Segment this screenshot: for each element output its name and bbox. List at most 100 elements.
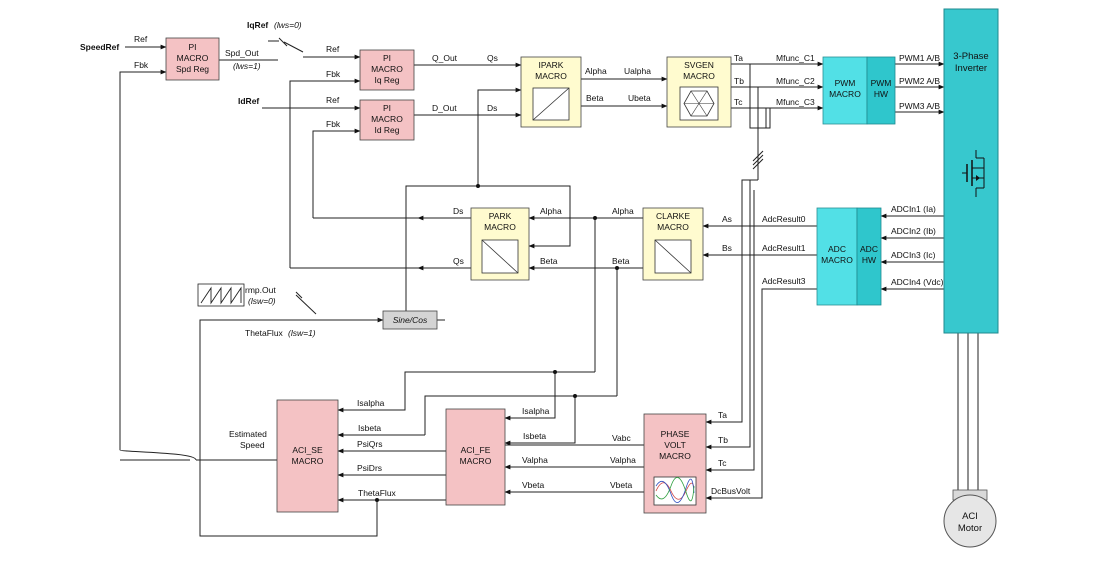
vabc-label: Vabc bbox=[612, 433, 631, 443]
d-out-label: D_Out bbox=[432, 103, 457, 113]
ramp-sawtooth-icon bbox=[197, 283, 245, 307]
as-label: As bbox=[722, 214, 732, 224]
park-beta-label: Beta bbox=[540, 256, 558, 266]
thetaflux-switch-label: ThetaFlux bbox=[245, 328, 284, 338]
mfunc-c3-label: Mfunc_C3 bbox=[776, 97, 815, 107]
isalpha-label-fe: Isalpha bbox=[522, 406, 550, 416]
pv-l2: VOLT bbox=[664, 440, 686, 450]
adcin3-label: ADCIn3 (Ic) bbox=[891, 250, 936, 260]
clarke-l1: CLARKE bbox=[656, 211, 690, 221]
tc-label-pv: Tc bbox=[718, 458, 727, 468]
pwm-l2: MACRO bbox=[829, 89, 861, 99]
ipark-alpha-label: Alpha bbox=[585, 66, 607, 76]
clarke-alpha-label: Alpha bbox=[612, 206, 634, 216]
fbk-label-spd: Fbk bbox=[134, 60, 149, 70]
qs-label-top: Qs bbox=[487, 53, 498, 63]
sincos-l1: Sine/Cos bbox=[393, 315, 428, 325]
ipark-l1: IPARK bbox=[539, 60, 564, 70]
valpha-label-pv: Valpha bbox=[610, 455, 636, 465]
ualpha-label: Ualpha bbox=[624, 66, 651, 76]
motor-l1: ACI bbox=[962, 511, 978, 522]
dcbusvolt-label: DcBusVolt bbox=[711, 486, 751, 496]
svgen-block: SVGEN MACRO bbox=[666, 56, 732, 128]
pi-iq-block: PI MACRO Iq Reg bbox=[359, 49, 415, 91]
clarke-block: CLARKE MACRO bbox=[642, 207, 704, 281]
pi-speed-block: PI MACRO Spd Reg bbox=[165, 37, 220, 81]
speedref-label: SpeedRef bbox=[80, 42, 119, 52]
iqref-mode: (lws=0) bbox=[274, 20, 302, 30]
adcin1-label: ADCIn1 (Ia) bbox=[891, 204, 936, 214]
park-l1: PARK bbox=[489, 211, 512, 221]
psidrs-label: PsiDrs bbox=[357, 463, 382, 473]
q-out-label: Q_Out bbox=[432, 53, 458, 63]
clarke-beta-label: Beta bbox=[612, 256, 630, 266]
ref-label-spd: Ref bbox=[134, 34, 148, 44]
pi-id-l1: PI bbox=[383, 103, 391, 113]
motor-l2: Motor bbox=[958, 523, 982, 534]
isbeta-label-se: Isbeta bbox=[358, 423, 381, 433]
ipark-beta-label: Beta bbox=[586, 93, 604, 103]
pi-id-block: PI MACRO Id Reg bbox=[359, 99, 415, 141]
inverter-block: 3-Phase Inverter bbox=[943, 8, 999, 334]
qs-label-park: Qs bbox=[453, 256, 464, 266]
aci-se-l1: ACI_SE bbox=[292, 445, 323, 455]
pwm1-label: PWM1 A/B bbox=[899, 53, 940, 63]
svgen-l2: MACRO bbox=[683, 71, 715, 81]
bs-label: Bs bbox=[722, 243, 732, 253]
adc-result3-label: AdcResult3 bbox=[762, 276, 806, 286]
mfunc-c2-label: Mfunc_C2 bbox=[776, 76, 815, 86]
clarke-l2: MACRO bbox=[657, 222, 689, 232]
spd-out-label: Spd_Out bbox=[225, 48, 259, 58]
pwm2-label: PWM2 A/B bbox=[899, 76, 940, 86]
fbk-label-iq: Fbk bbox=[326, 69, 341, 79]
estimated-speed-label-2: Speed bbox=[240, 440, 265, 450]
pwm-hw2: HW bbox=[874, 89, 888, 99]
adc-block: ADC MACRO ADC HW bbox=[816, 207, 882, 306]
adc-hw2: HW bbox=[862, 255, 876, 265]
estimated-speed-label-1: Estimated bbox=[229, 429, 267, 439]
tb-label-svgen: Tb bbox=[734, 76, 744, 86]
pi-spd-l3: Spd Reg bbox=[176, 64, 209, 74]
inverter-l2: Inverter bbox=[955, 63, 987, 74]
thetaflux-switch-mode: (lsw=1) bbox=[288, 328, 316, 338]
ta-label-pv: Ta bbox=[718, 410, 727, 420]
aci-fe-l2: MACRO bbox=[460, 456, 492, 466]
ref-label-id: Ref bbox=[326, 95, 340, 105]
pi-iq-l3: Iq Reg bbox=[374, 75, 399, 85]
psiqrs-label: PsiQrs bbox=[357, 439, 383, 449]
theta-switch-icon bbox=[295, 291, 303, 299]
spd-out-mode: (lws=1) bbox=[233, 61, 261, 71]
park-l2: MACRO bbox=[484, 222, 516, 232]
valpha-label-fe: Valpha bbox=[522, 455, 548, 465]
isalpha-label-se: Isalpha bbox=[357, 398, 385, 408]
pwm-hw1: PWM bbox=[871, 78, 892, 88]
ref-label-iq: Ref bbox=[326, 44, 340, 54]
junctions bbox=[375, 184, 619, 502]
pi-spd-l2: MACRO bbox=[177, 53, 209, 63]
adc-result1-label: AdcResult1 bbox=[762, 243, 806, 253]
isbeta-label-fe: Isbeta bbox=[523, 431, 546, 441]
park-alpha-label: Alpha bbox=[540, 206, 562, 216]
svgen-l1: SVGEN bbox=[684, 60, 714, 70]
aci-fe-l1: ACI_FE bbox=[461, 445, 491, 455]
pwm-block: PWM MACRO PWM HW bbox=[822, 56, 896, 125]
ubeta-label: Ubeta bbox=[628, 93, 651, 103]
pv-l3: MACRO bbox=[659, 451, 691, 461]
aci-se-l2: MACRO bbox=[292, 456, 324, 466]
pi-id-l3: Id Reg bbox=[374, 125, 399, 135]
mfunc-c1-label: Mfunc_C1 bbox=[776, 53, 815, 63]
park-block: PARK MACRO bbox=[470, 207, 530, 281]
adc-result0-label: AdcResult0 bbox=[762, 214, 806, 224]
wires bbox=[119, 40, 979, 537]
motor-block: ACI Motor bbox=[943, 489, 997, 548]
thetaflux-label: ThetaFlux bbox=[358, 488, 397, 498]
idref-label: IdRef bbox=[238, 96, 259, 106]
vbeta-label-fe: Vbeta bbox=[522, 480, 544, 490]
phase-volt-block: PHASE VOLT MACRO bbox=[643, 413, 707, 514]
iq-switch-icon bbox=[278, 37, 288, 47]
pi-iq-l1: PI bbox=[383, 53, 391, 63]
ds-label-park: Ds bbox=[453, 206, 463, 216]
fbk-label-id: Fbk bbox=[326, 119, 341, 129]
ipark-block: IPARK MACRO bbox=[520, 56, 582, 128]
